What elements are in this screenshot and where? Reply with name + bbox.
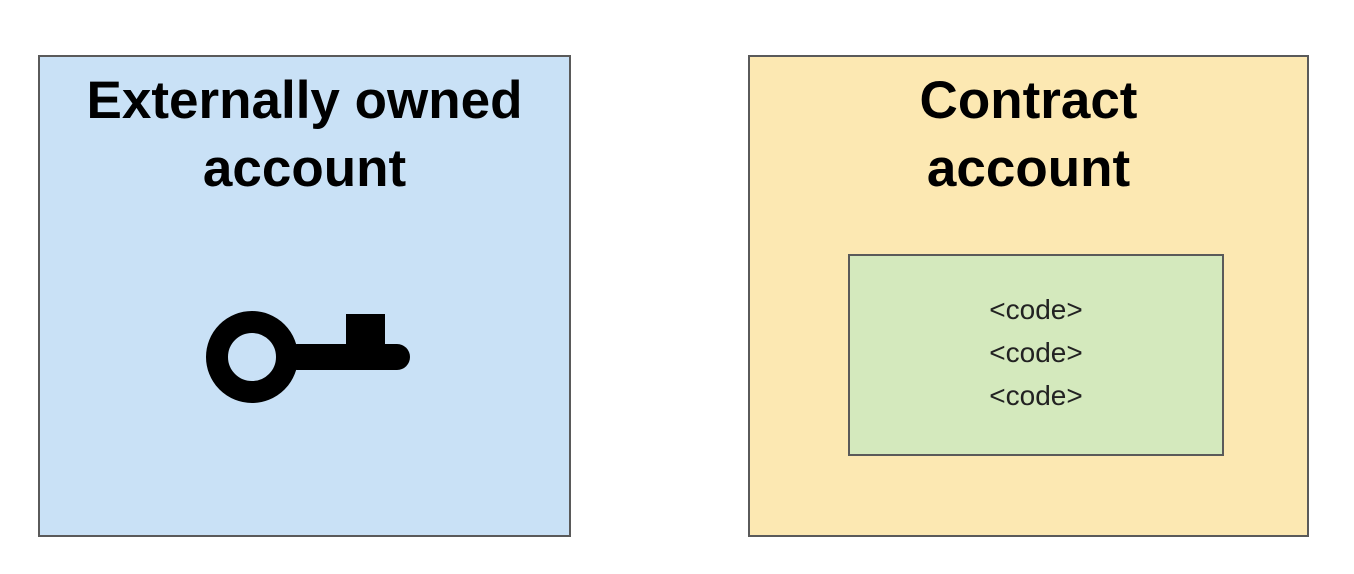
key-icon xyxy=(206,311,410,403)
contract-title-line-2: account xyxy=(926,139,1131,198)
externally-owned-account-box: Externally owned account xyxy=(38,55,571,537)
eoa-title-line-2: account xyxy=(202,139,407,198)
eoa-title: Externally owned account xyxy=(40,67,569,203)
code-line: <code> xyxy=(989,337,1083,368)
code-box: <code> <code> <code> xyxy=(848,254,1224,456)
contract-title-line-1: Contract xyxy=(919,71,1138,130)
code-line: <code> xyxy=(989,380,1083,411)
contract-account-box: Contract account <code> <code> <code> xyxy=(748,55,1309,537)
eoa-title-line-1: Externally owned xyxy=(86,71,523,130)
code-line: <code> xyxy=(989,294,1083,325)
contract-title: Contract account xyxy=(750,67,1307,203)
